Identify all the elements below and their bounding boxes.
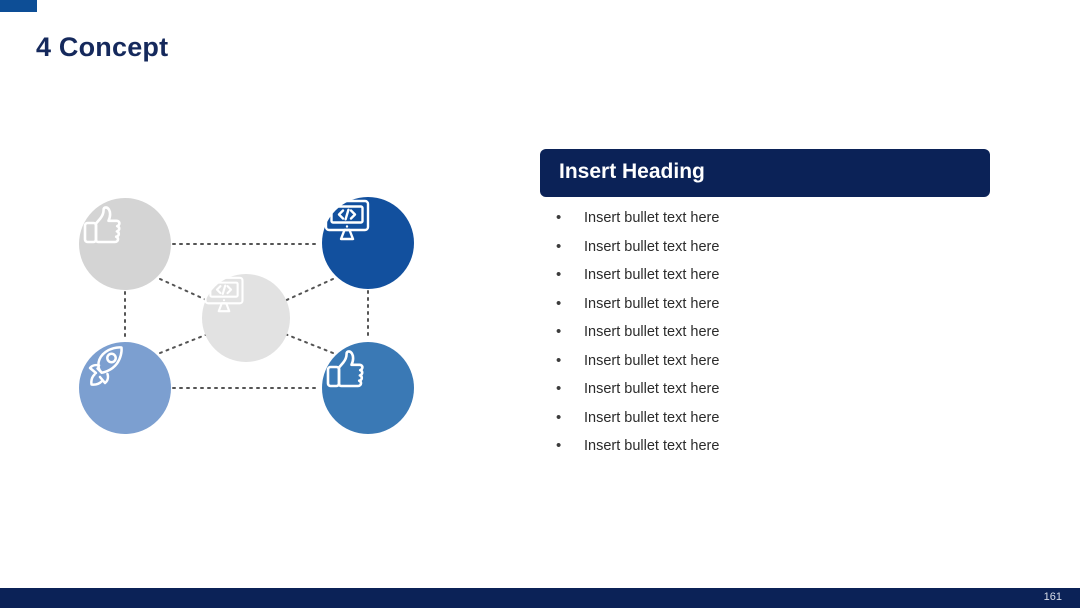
heading-title: Insert Heading <box>559 160 705 183</box>
bullet-marker-icon: • <box>556 294 562 312</box>
bullet-label: Insert bullet text here <box>584 409 720 426</box>
connector-center-br <box>279 331 334 354</box>
bullet-marker-icon: • <box>556 351 562 369</box>
diagram-node-bottom-left[interactable] <box>79 342 171 434</box>
bullet-label: Insert bullet text here <box>584 267 720 283</box>
diagram-node-top-right[interactable] <box>322 197 414 289</box>
bullet-marker-icon: • <box>556 437 562 454</box>
list-item[interactable]: • Insert bullet text here <box>556 379 976 408</box>
bullet-label: Insert bullet text here <box>584 352 720 369</box>
page-number: 161 <box>1043 591 1062 603</box>
bullet-label: Insert bullet text here <box>584 210 720 226</box>
list-item[interactable]: • Insert bullet text here <box>556 322 976 351</box>
connector-center-tl <box>159 278 214 304</box>
list-item[interactable]: • Insert bullet text here <box>556 436 976 465</box>
heading-box: Insert Heading <box>540 149 990 197</box>
diagram-node-bottom-right[interactable] <box>322 342 414 434</box>
bullet-marker-icon: • <box>556 237 562 255</box>
concept-diagram <box>60 180 450 460</box>
footer-bar: 161 <box>0 588 1080 608</box>
diagram-connectors <box>124 243 369 389</box>
bullet-label: Insert bullet text here <box>584 295 720 312</box>
list-item[interactable]: • Insert bullet text here <box>556 237 976 266</box>
diagram-node-center[interactable] <box>202 274 290 362</box>
page-title: 4 Concept <box>36 32 169 62</box>
bullet-label: Insert bullet text here <box>584 438 720 454</box>
list-item[interactable]: • Insert bullet text here <box>556 265 976 294</box>
list-item[interactable]: • Insert bullet text here <box>556 294 976 323</box>
accent-tab <box>0 0 37 12</box>
connector-center-tr <box>279 278 334 304</box>
diagram-node-top-left[interactable] <box>79 198 171 290</box>
bullet-label: Insert bullet text here <box>584 381 720 397</box>
list-item[interactable]: • Insert bullet text here <box>556 408 976 437</box>
bullet-label: Insert bullet text here <box>584 238 720 255</box>
connector-center-bl <box>159 331 214 354</box>
bullet-marker-icon: • <box>556 408 562 426</box>
bullet-marker-icon: • <box>556 323 562 340</box>
bullet-marker-icon: • <box>556 266 562 283</box>
bullet-marker-icon: • <box>556 209 562 226</box>
list-item[interactable]: • Insert bullet text here <box>556 208 976 237</box>
bullet-marker-icon: • <box>556 380 562 397</box>
bullet-list: • Insert bullet text here • Insert bulle… <box>556 208 976 465</box>
list-item[interactable]: • Insert bullet text here <box>556 351 976 380</box>
bullet-label: Insert bullet text here <box>584 324 720 340</box>
